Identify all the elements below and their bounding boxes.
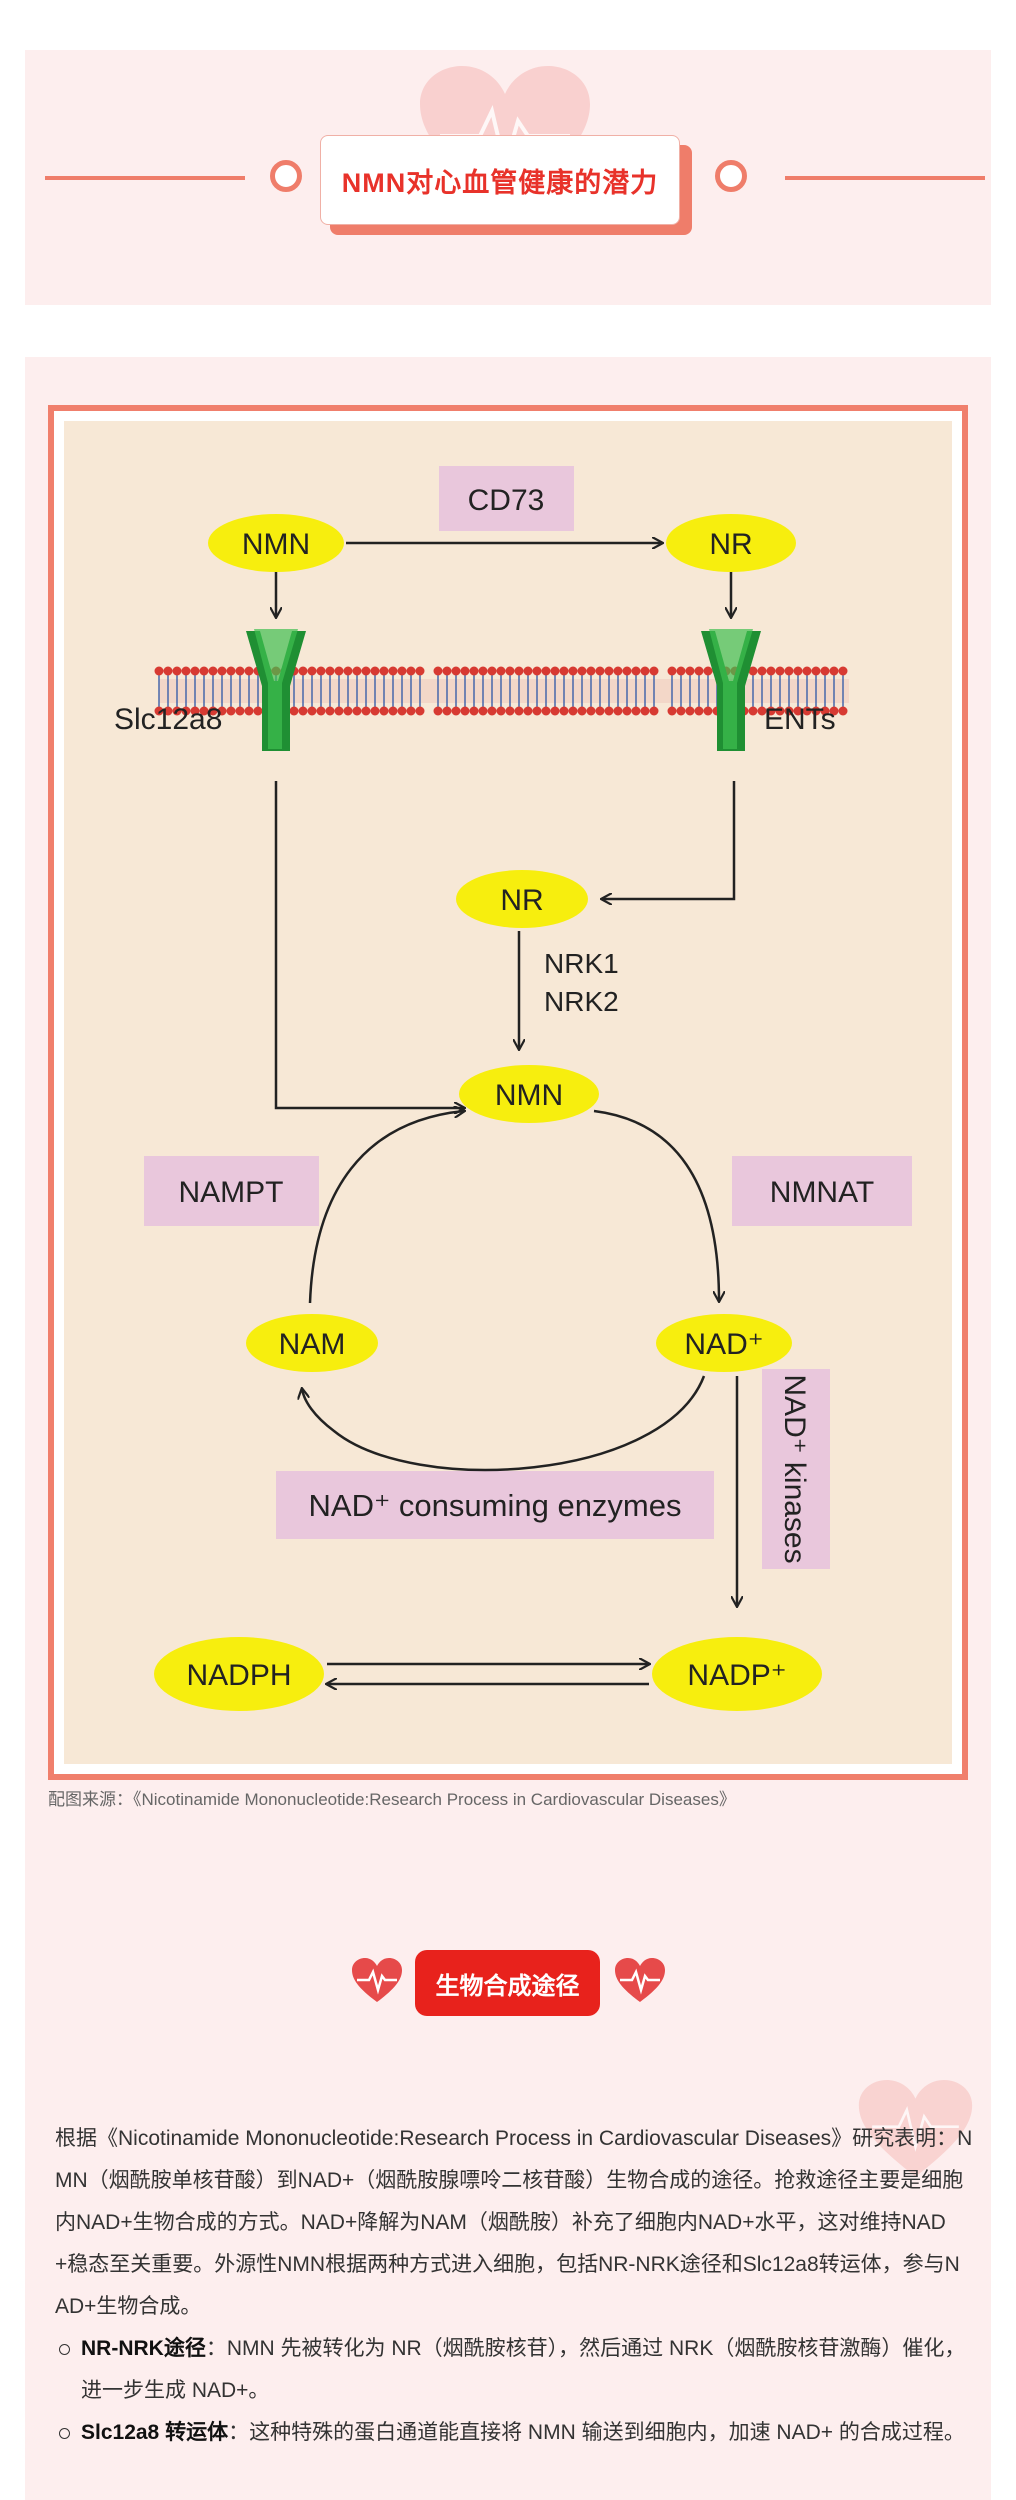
nrk1-label: NRK1 xyxy=(544,948,619,979)
page-title: NMN对心血管健康的潜力 xyxy=(320,135,680,225)
node-nmn-top xyxy=(208,514,344,572)
node-nam-label: NAM xyxy=(279,1328,346,1361)
heart-ecg-icon xyxy=(615,1958,665,2002)
bullet-text: ：NMN 先被转化为 NR（烟酰胺核苷），然后通过 NRK（烟酰胺核苷激酶）催化… xyxy=(81,2337,966,2402)
node-nr-top-label: NR xyxy=(709,528,752,561)
kinases-label: NAD⁺ kinases xyxy=(778,1374,811,1563)
node-nad xyxy=(656,1314,792,1372)
slc12a8-transporter-icon xyxy=(246,629,306,751)
heart-ecg-icon xyxy=(352,1958,402,2002)
ring-ornament-icon xyxy=(715,160,747,192)
arrow-nmn-to-nad xyxy=(593,1109,719,1301)
ents-transporter-icon xyxy=(701,629,761,751)
consuming-enzymes-label: NAD⁺ consuming enzymes xyxy=(309,1488,682,1523)
nmnat-label: NMNAT xyxy=(770,1176,874,1209)
node-nadp-label: NADP⁺ xyxy=(687,1659,786,1692)
list-item: Slc12a8 转运体：这种特殊的蛋白通道能直接将 NMN 输送到细胞内，加速 … xyxy=(55,2412,973,2454)
body-paragraph: 根据《Nicotinamide Mononucleotide:Research … xyxy=(55,2127,973,2318)
heart-watermark-icon xyxy=(858,2080,973,2177)
nad-pathway-diagram: CD73 NAMPT NMNAT NAD⁺ consuming enzymes … xyxy=(64,421,952,1764)
slc12a8-label: Slc12a8 xyxy=(114,703,222,736)
node-nr-top xyxy=(666,514,796,572)
nampt-label: NAMPT xyxy=(179,1176,284,1209)
bullet-text: ：这种特殊的蛋白通道能直接将 NMN 输送到细胞内，加速 NAD+ 的合成过程。 xyxy=(228,2421,965,2444)
node-nadp xyxy=(652,1637,822,1711)
node-nr-mid-label: NR xyxy=(500,884,543,917)
kinases-box xyxy=(762,1369,830,1569)
figure-caption: 配图来源：《Nicotinamide Mononucleotide:Resear… xyxy=(48,1790,736,1809)
consuming-enzymes-box xyxy=(276,1471,714,1539)
arrow-nam-to-nmn xyxy=(308,1111,464,1304)
node-nr-mid xyxy=(456,870,588,928)
node-nmn-center-label: NMN xyxy=(495,1079,563,1112)
ents-label: ENTs xyxy=(764,703,836,736)
cd73-box xyxy=(439,466,574,531)
node-nad-label: NAD⁺ xyxy=(684,1328,763,1361)
bullet-title: NR-NRK途径 xyxy=(81,2337,206,2360)
bullet-title: Slc12a8 转运体 xyxy=(81,2421,229,2444)
arrow-ents-to-nr xyxy=(602,781,736,899)
nrk2-label: NRK2 xyxy=(544,986,619,1017)
diagram-figure: CD73 NAMPT NMNAT NAD⁺ consuming enzymes … xyxy=(48,405,968,1780)
arrow-nad-to-nam xyxy=(302,1375,706,1472)
section-heading: 生物合成途径 xyxy=(415,1950,600,2016)
node-nam xyxy=(246,1314,378,1372)
cd73-label: CD73 xyxy=(468,484,545,517)
header-line-right xyxy=(785,176,985,180)
node-nmn-center xyxy=(459,1065,599,1123)
arrow-slc12a8-to-nmn xyxy=(274,781,464,1108)
ring-ornament-icon xyxy=(270,160,302,192)
node-nadph-label: NADPH xyxy=(186,1659,291,1692)
header-line-left xyxy=(45,176,245,180)
list-item: NR-NRK途径：NMN 先被转化为 NR（烟酰胺核苷），然后通过 NRK（烟酰… xyxy=(55,2328,973,2412)
nmnat-box xyxy=(732,1156,912,1226)
node-nmn-top-label: NMN xyxy=(242,528,310,561)
node-nadph xyxy=(154,1637,324,1711)
nampt-box xyxy=(144,1156,319,1226)
